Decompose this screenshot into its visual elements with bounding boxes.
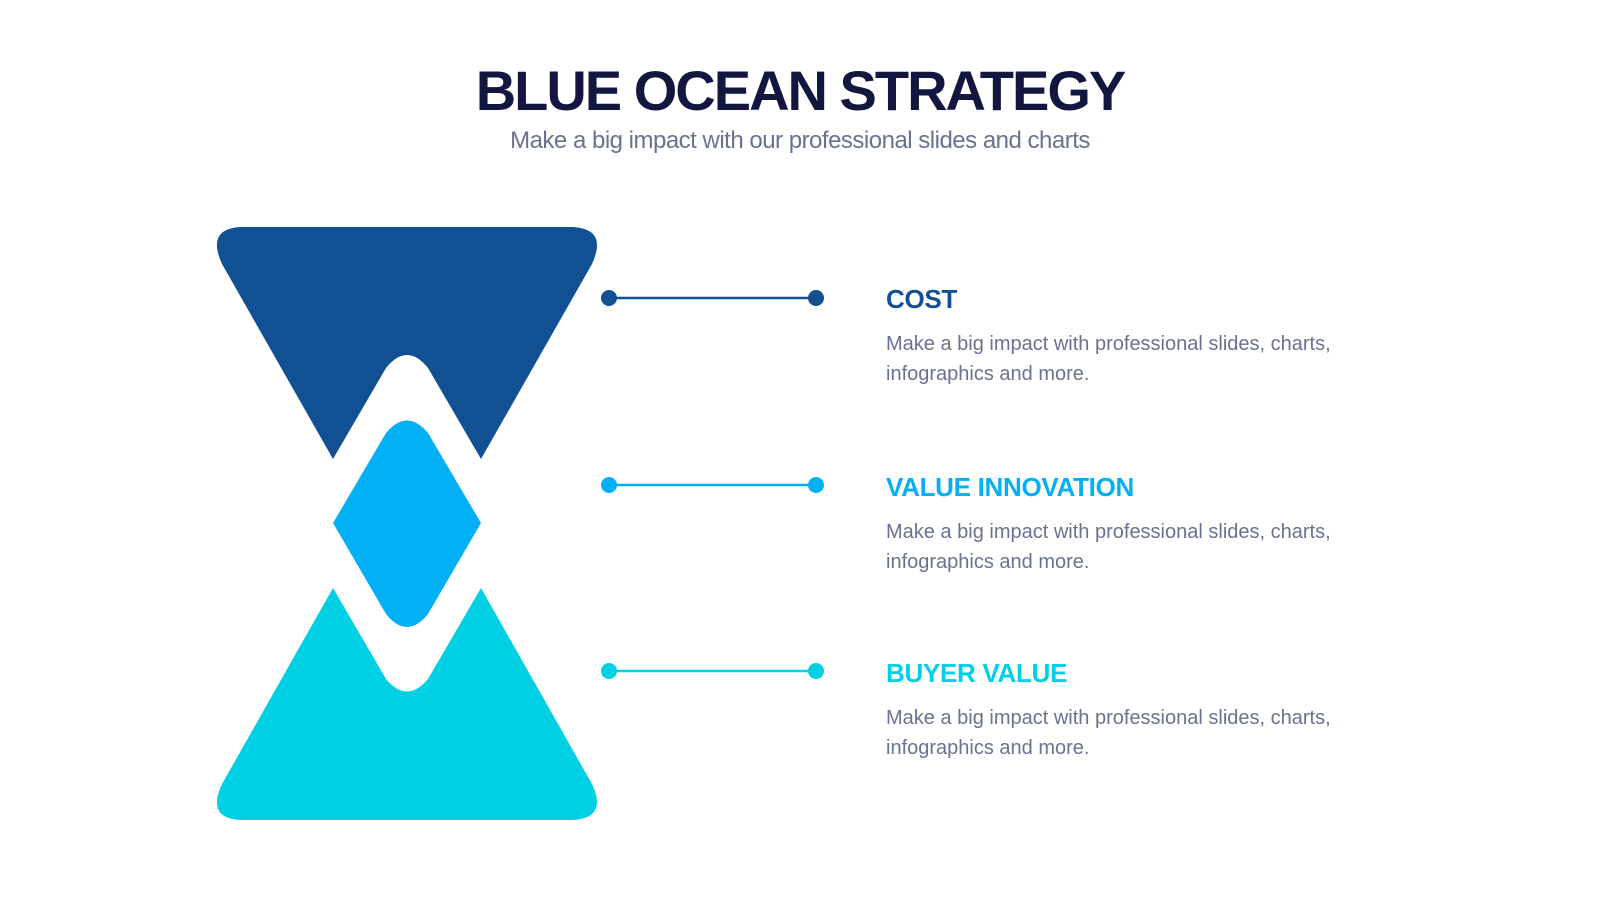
page-subtitle: Make a big impact with our professional … (510, 127, 1090, 154)
connector-dot (808, 290, 824, 306)
item-cost: COST Make a big impact with professional… (886, 284, 1346, 389)
connector-dot (601, 290, 617, 306)
cost-shape (216, 227, 598, 459)
value-innovation-shape (333, 420, 481, 627)
value-innovation-connector (601, 477, 824, 493)
item-title: COST (886, 284, 958, 314)
buyer-value-connector (601, 663, 824, 679)
buyer-value-shape (216, 588, 598, 820)
connector-dot (808, 663, 824, 679)
connector-dot (601, 663, 617, 679)
item-description: Make a big impact with professional slid… (886, 707, 1331, 759)
item-buyer-value: BUYER VALUE Make a big impact with profe… (886, 658, 1346, 763)
cost-connector (601, 290, 824, 306)
item-description: Make a big impact with professional slid… (886, 333, 1331, 385)
item-value-innovation: VALUE INNOVATION Make a big impact with … (886, 472, 1346, 577)
item-title: BUYER VALUE (886, 658, 1068, 688)
item-title: VALUE INNOVATION (886, 472, 1134, 502)
connector-dot (808, 477, 824, 493)
connector-dot (601, 477, 617, 493)
page-title: BLUE OCEAN STRATEGY (475, 59, 1127, 122)
item-description: Make a big impact with professional slid… (886, 521, 1331, 573)
